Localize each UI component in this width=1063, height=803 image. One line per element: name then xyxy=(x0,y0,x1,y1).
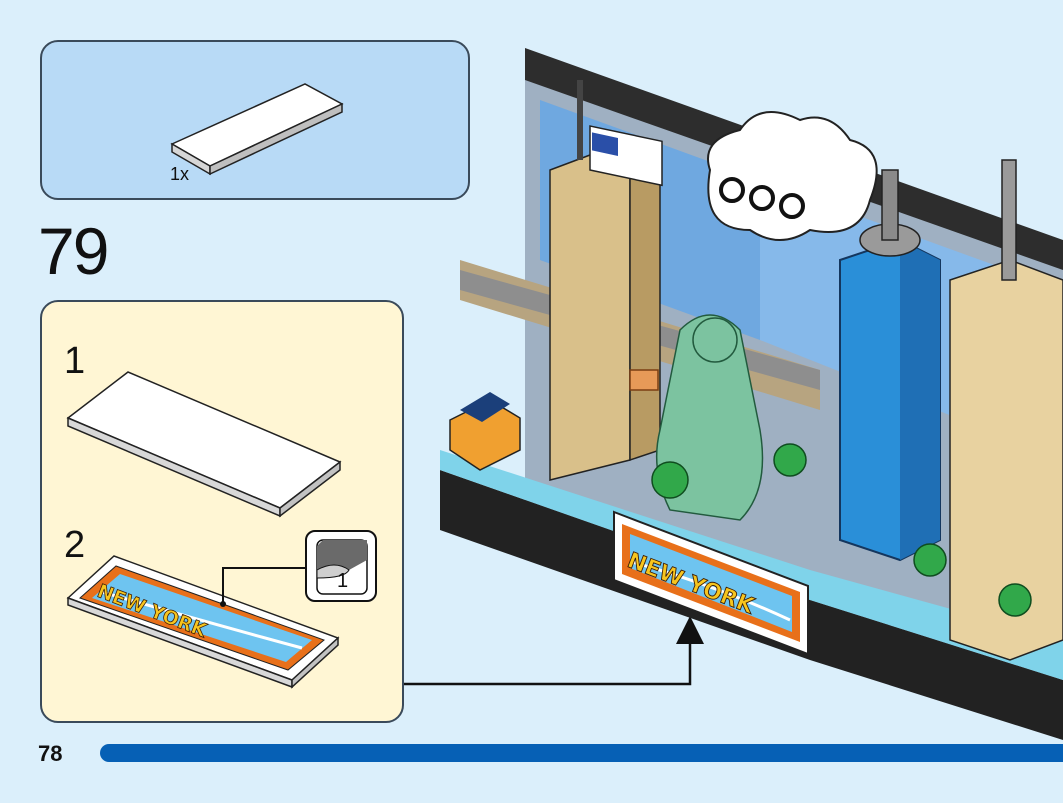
parts-callout: 1x xyxy=(40,40,470,200)
substep-1-number: 1 xyxy=(64,340,86,382)
sticker-callout: 1 xyxy=(305,530,377,602)
substep-2-number: 2 xyxy=(64,524,86,566)
cloud-icon xyxy=(707,111,878,241)
parts-count: 1x xyxy=(170,164,190,184)
page-number: 78 xyxy=(38,741,63,766)
sticker-number: 1 xyxy=(337,570,349,592)
progress-bar xyxy=(100,744,1063,762)
model-sign: NEW YORK xyxy=(613,510,809,656)
substeps-callout: 1 2 NEW YORK 1 xyxy=(40,300,404,723)
sticker-peel-icon xyxy=(316,539,368,595)
sticker-leader-line xyxy=(220,567,305,607)
step-number: 79 xyxy=(38,214,109,288)
white-tile-icon xyxy=(66,371,342,518)
white-tile-1x4-icon xyxy=(170,83,344,176)
printed-tile-icon: NEW YORK xyxy=(66,555,340,689)
